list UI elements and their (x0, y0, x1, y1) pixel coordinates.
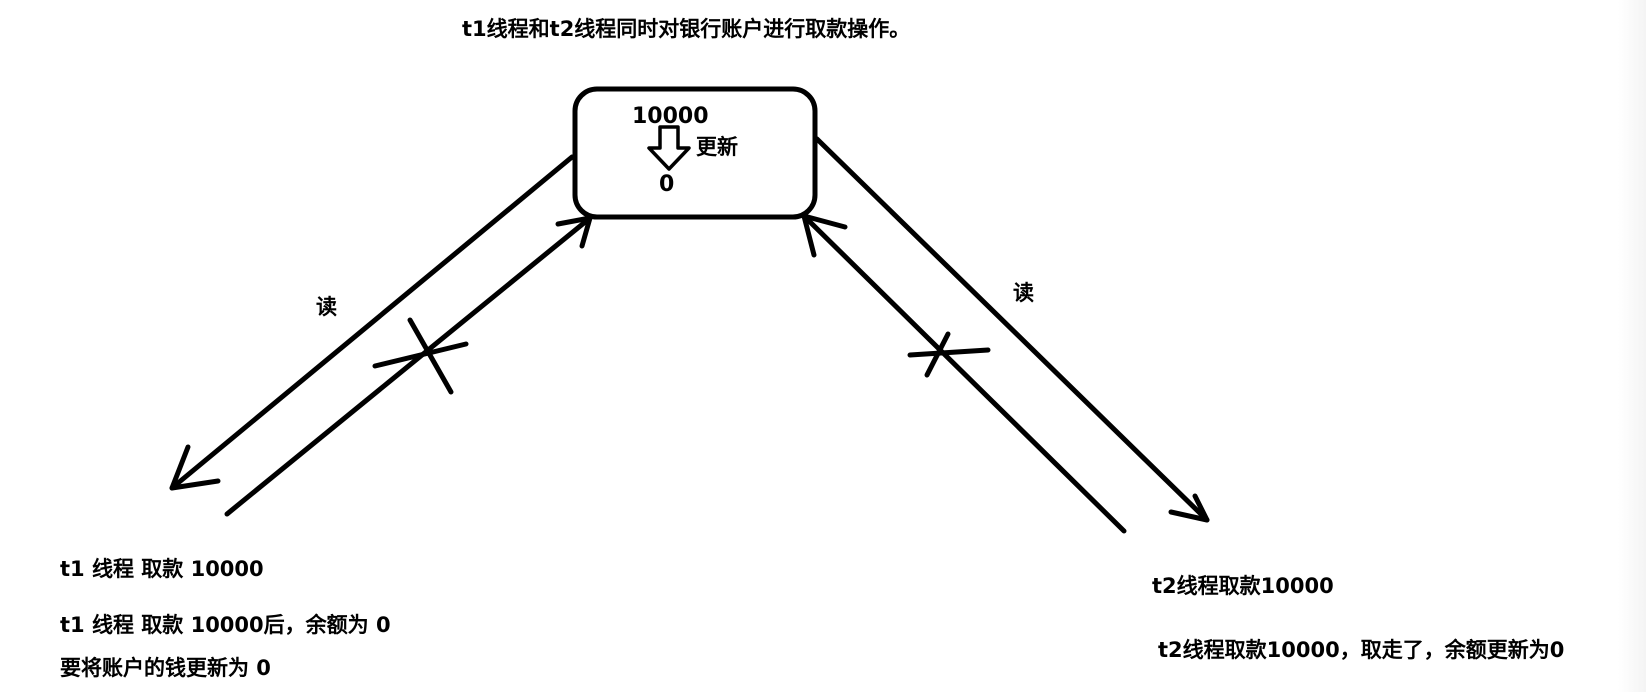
diagram-title: t1线程和t2线程同时对银行账户进行取款操作。 (462, 17, 911, 41)
t1-withdraw-label: t1 线程 取款 10000 (60, 557, 264, 581)
left-update-arrow-line (224, 215, 593, 517)
account-box (572, 86, 818, 220)
right-cross-mark-b (907, 347, 991, 358)
t2-balance-note: t2线程取款10000，取走了，余额更新为0 (1158, 638, 1565, 662)
t2-withdraw-label: t2线程取款10000 (1152, 574, 1334, 598)
left-read-arrowhead (169, 444, 221, 491)
balance-before: 10000 (632, 104, 709, 129)
right-edge-shade (1618, 0, 1646, 692)
left-read-arrow-line (169, 154, 575, 491)
right-update-arrowhead (801, 213, 848, 258)
down-arrow-icon (647, 125, 691, 171)
balance-after: 0 (659, 172, 675, 197)
right-read-arrowhead (1168, 493, 1210, 523)
left-cross-mark-a (407, 317, 454, 395)
t1-balance-note: t1 线程 取款 10000后，余额为 0 (60, 613, 391, 637)
update-label: 更新 (696, 135, 738, 159)
t1-update-note: 要将账户的钱更新为 0 (60, 656, 271, 680)
left-update-arrowhead (555, 215, 593, 249)
left-cross-mark-b (372, 341, 469, 369)
right-update-arrow-line (801, 213, 1127, 534)
left-read-label: 读 (316, 295, 337, 319)
right-read-label: 读 (1013, 281, 1034, 305)
right-read-arrow-line (814, 136, 1210, 523)
